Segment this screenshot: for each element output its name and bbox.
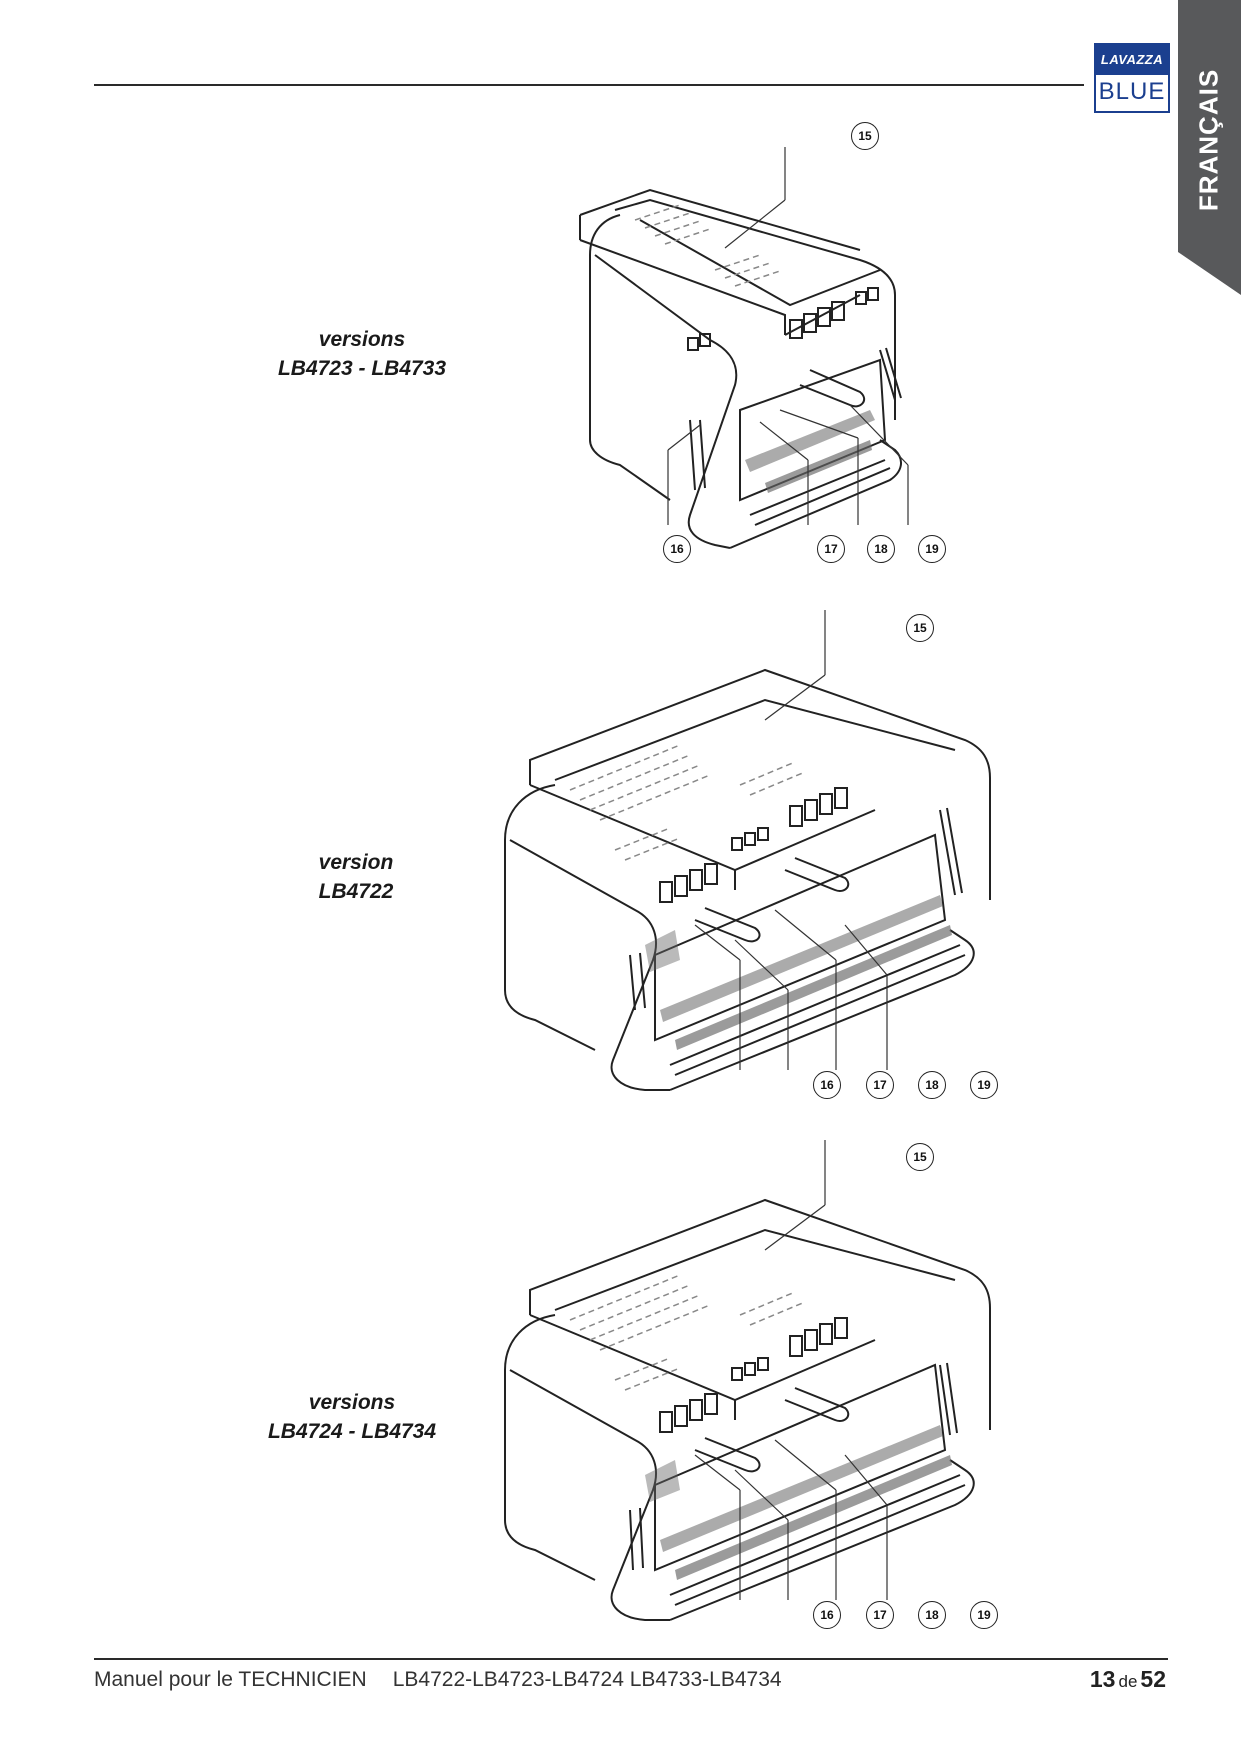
- callout-18: 18: [918, 1601, 946, 1629]
- machine-illustration: [579, 147, 909, 549]
- footer-rule: [94, 1658, 1168, 1660]
- page-separator: de: [1118, 1672, 1138, 1691]
- callout-15: 15: [906, 1143, 934, 1171]
- callout-18: 18: [867, 535, 895, 563]
- page-current: 13: [1089, 1666, 1116, 1692]
- callout-18: 18: [918, 1071, 946, 1099]
- version-label: version LB4722: [318, 851, 394, 903]
- page-total: 52: [1140, 1666, 1166, 1692]
- version-label: versions LB4723 - LB4733: [277, 328, 447, 380]
- lavazza-blue-logo: LAVAZZA BLUE: [1094, 43, 1170, 113]
- language-tab-label: FRANÇAIS: [1193, 68, 1224, 212]
- callout-17: 17: [866, 1071, 894, 1099]
- callout-19: 19: [918, 535, 946, 563]
- machine-illustration: [504, 610, 991, 1091]
- callout-16: 16: [813, 1071, 841, 1099]
- footer-title: Manuel pour le TECHNICIEN LB4722-LB4723-L…: [94, 1668, 782, 1692]
- callout-15: 15: [851, 122, 879, 150]
- callout-16: 16: [813, 1601, 841, 1629]
- callout-15: 15: [906, 614, 934, 642]
- callout-17: 17: [817, 535, 845, 563]
- callout-19: 19: [970, 1071, 998, 1099]
- callout-17: 17: [866, 1601, 894, 1629]
- callout-16: 16: [663, 535, 691, 563]
- version-label: versions LB4724 - LB4734: [267, 1391, 437, 1443]
- machine-illustration: [504, 1140, 991, 1621]
- callout-19: 19: [970, 1601, 998, 1629]
- manual-title: Manuel pour le TECHNICIEN: [94, 1668, 367, 1691]
- header-rule: [94, 84, 1084, 86]
- language-tab: [1178, 0, 1241, 295]
- model-list: LB4722-LB4723-LB4724 LB4733-LB4734: [392, 1668, 782, 1691]
